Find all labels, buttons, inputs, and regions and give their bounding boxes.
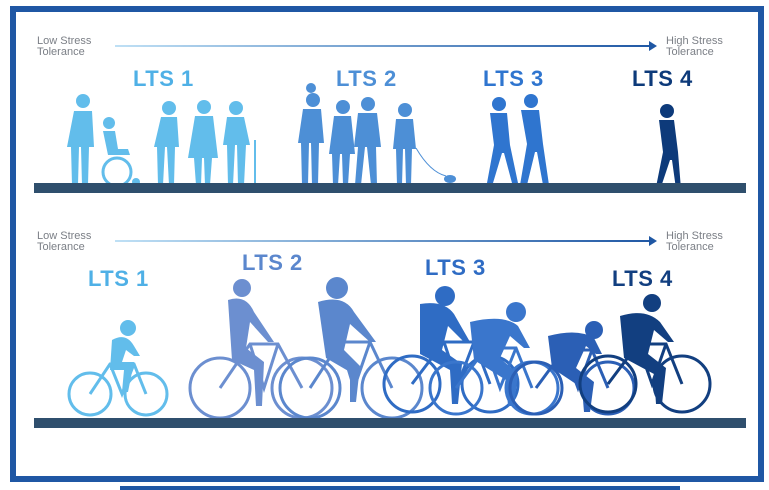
cyclist-lts3-riders [384,286,558,414]
cyclist-lts1-rider [69,320,167,415]
cyclist-lts4-riders [510,294,710,414]
cyclist-ground [34,418,746,428]
